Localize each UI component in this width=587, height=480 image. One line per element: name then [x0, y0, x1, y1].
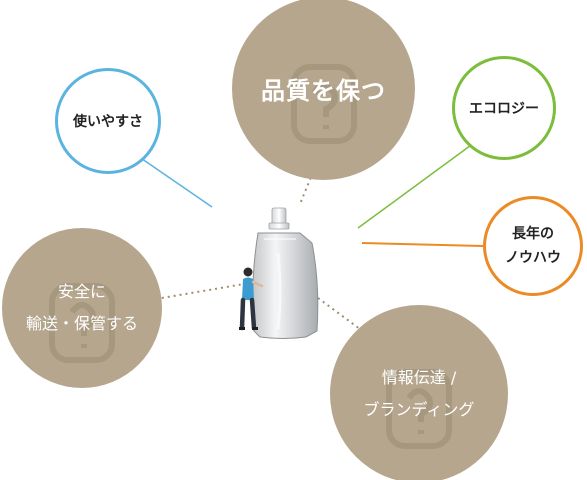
bubble-branding-line2: ブランディング — [363, 400, 475, 419]
bubble-safety: 安全に 輸送・保管する — [2, 228, 162, 388]
bubble-ease-label: 使いやすさ — [73, 114, 143, 130]
bubble-ecology: エコロジー — [452, 56, 556, 160]
bubble-longevity-line1: 長年の — [512, 226, 554, 242]
pouch-watermark-icon — [290, 63, 357, 144]
bubble-quality: 品質を保つ — [232, 0, 415, 180]
bubble-quality-label: 品質を保つ — [261, 77, 386, 105]
bubble-safety-line2: 輸送・保管する — [25, 314, 138, 333]
bubble-longevity: 長年の ノウハウ — [483, 196, 583, 296]
bubble-ease-of-use: 使いやすさ — [55, 68, 161, 174]
connector-safety — [149, 283, 245, 301]
bubble-branding: 情報伝達 / ブランディング — [330, 305, 508, 480]
spout-pouch-icon — [252, 207, 319, 339]
connector-ease — [131, 151, 213, 208]
pouch-watermark-icon — [49, 283, 115, 363]
connector-longevity — [361, 242, 484, 247]
bubble-longevity-line2: ノウハウ — [505, 250, 561, 266]
bubble-branding-line1: 情報伝達 / — [381, 368, 457, 387]
bubble-eco-label: エコロジー — [469, 101, 539, 117]
person-figure-icon — [239, 267, 264, 331]
bubble-safety-line1: 安全に — [57, 282, 106, 301]
connector-brand — [317, 297, 369, 336]
pouch-watermark-icon — [386, 369, 452, 449]
connector-eco — [357, 139, 479, 229]
connector-quality — [299, 149, 323, 205]
